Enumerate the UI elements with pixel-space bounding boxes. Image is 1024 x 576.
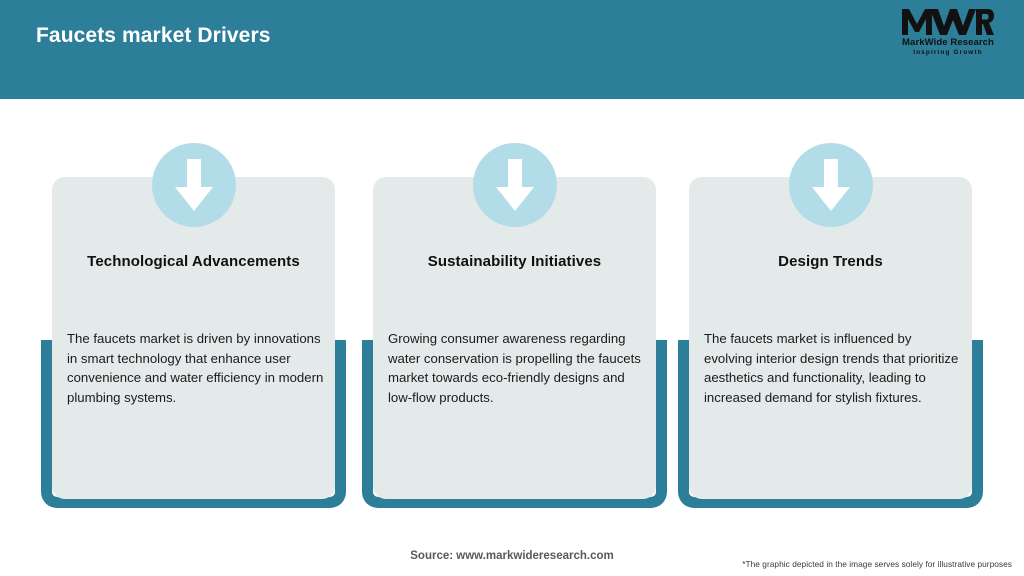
driver-card-3[interactable]: Design Trends The faucets market is infl… <box>678 99 983 539</box>
brand-logo: MarkWide Research Inspiring Growth <box>888 8 1008 62</box>
driver-card-2[interactable]: Sustainability Initiatives Growing consu… <box>362 99 667 539</box>
arrow-down-icon <box>788 143 873 227</box>
card-panel <box>689 177 972 499</box>
card-title: Design Trends <box>778 253 883 270</box>
card-frame-accent <box>678 340 983 508</box>
page-title: Faucets market Drivers <box>36 24 271 47</box>
page-header: Faucets market Drivers MarkWide Research… <box>0 0 1024 99</box>
card-body-text: The faucets market is influenced by evol… <box>704 331 959 405</box>
card-panel <box>52 177 335 499</box>
card-frame-accent <box>41 340 346 508</box>
mwr-monogram-icon <box>888 8 1008 36</box>
card-frame-accent <box>362 340 667 508</box>
arrow-down-icon <box>151 143 236 227</box>
card-body-text: Growing consumer awareness regarding wat… <box>388 331 641 405</box>
source-label: Source: www.markwideresearch.com <box>410 550 614 562</box>
logo-company-name: MarkWide Research <box>902 37 994 48</box>
logo-tagline: Inspiring Growth <box>913 49 983 56</box>
arrow-down-icon <box>472 143 557 227</box>
card-title: Sustainability Initiatives <box>427 253 602 270</box>
card-title: Technological Advancements <box>87 253 300 270</box>
driver-card-1[interactable]: Technological Advancements The faucets m… <box>41 99 346 539</box>
disclaimer-label: *The graphic depicted in the image serve… <box>742 559 1012 569</box>
drivers-card-row: Technological Advancements The faucets m… <box>0 99 1024 539</box>
card-panel <box>373 177 656 499</box>
card-body-text: The faucets market is driven by innovati… <box>67 331 324 405</box>
